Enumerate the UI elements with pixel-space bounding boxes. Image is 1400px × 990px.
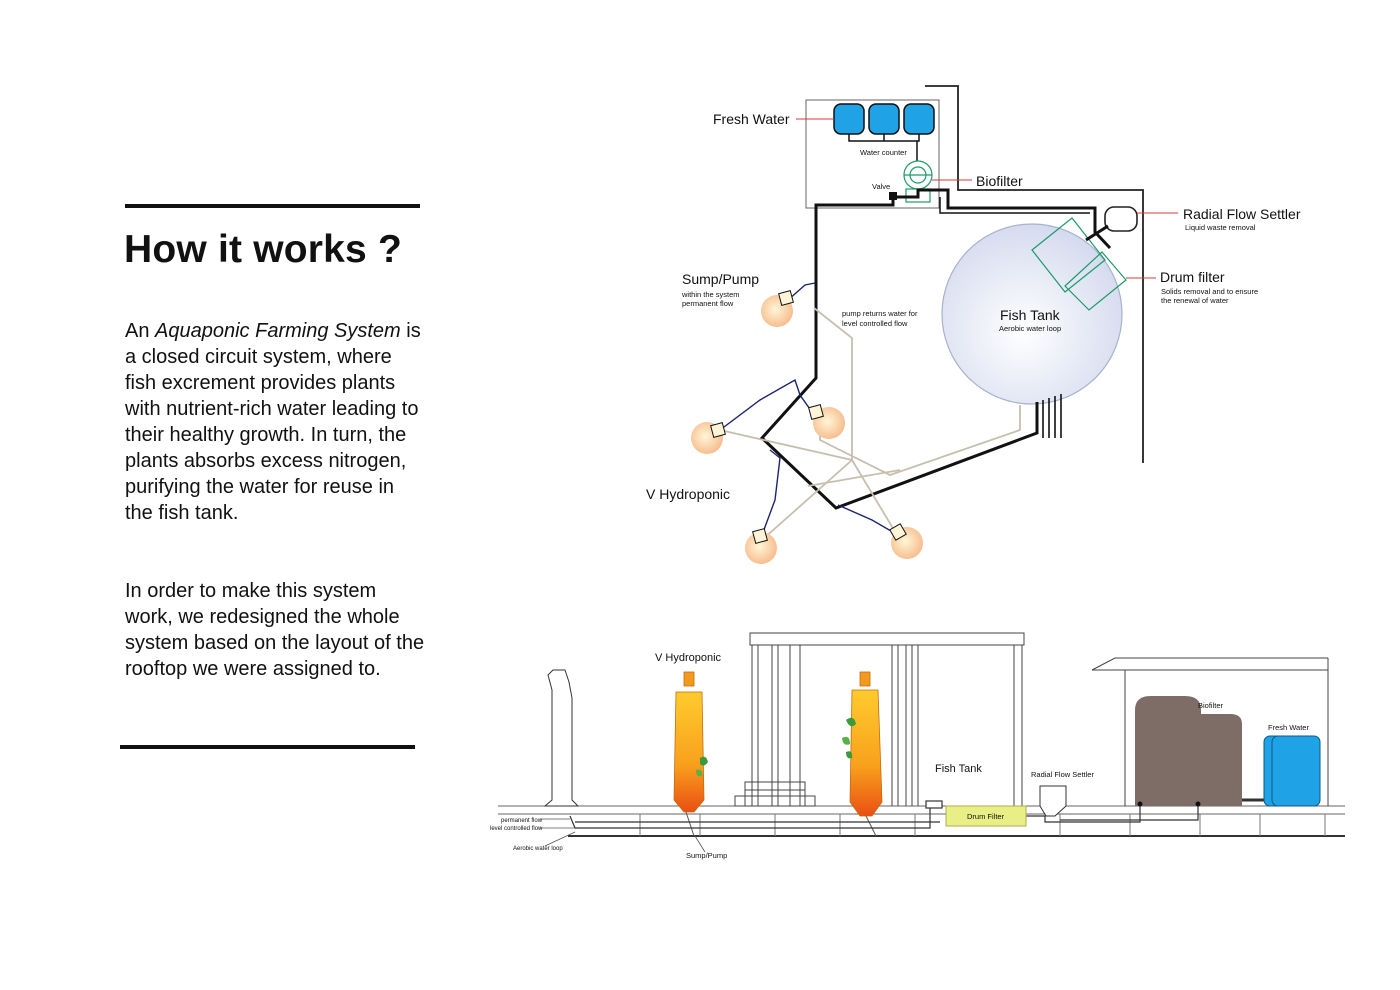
section-leaders <box>540 818 706 853</box>
secondary-pipe <box>939 197 1090 214</box>
bottom-divider <box>120 745 415 749</box>
plan-radial-flow-settler-note: Liquid waste removal <box>1185 223 1256 232</box>
section-radial-flow-settler-label: Radial Flow Settler <box>1031 770 1094 779</box>
intro-prefix: An <box>125 320 156 342</box>
plan-diagram: Fresh Water Water counter Valve Biofilte… <box>646 85 1301 564</box>
intro-rest: is a closed circuit system, where fish e… <box>125 320 421 524</box>
plan-water-counter-label: Water counter <box>860 148 907 157</box>
top-divider <box>125 204 420 208</box>
intro-paragraph: An Aquaponic Farming System is a closed … <box>125 318 425 526</box>
tank-outlet-lines <box>1042 394 1062 438</box>
plan-biofilter-label: Biofilter <box>976 173 1023 189</box>
leader-lines <box>796 118 1178 279</box>
hydroponic-tower-2 <box>842 671 883 837</box>
section-biofilter-label: Biofilter <box>1198 701 1224 710</box>
plan-v-hydroponic-label: V Hydroponic <box>646 486 730 502</box>
plan-valve-label: Valve <box>872 182 890 191</box>
section-v-hydroponic-label: V Hydroponic <box>655 652 722 664</box>
valve-symbol <box>889 192 897 200</box>
main-return-pipe <box>893 188 1112 250</box>
plan-sump-pump-note-1: within the system <box>681 290 740 299</box>
page-title: How it works ? <box>124 228 402 271</box>
section-aerobic-water-loop-label: Aerobic water loop <box>513 846 563 852</box>
plan-drum-filter-note-2: the renewal of water <box>1161 296 1229 305</box>
section-drum-filter-label: Drum Filter <box>967 812 1005 821</box>
plan-pump-returns-note-2: level controlled flow <box>842 319 908 328</box>
intro-emphasis: Aquaponic Farming System <box>155 320 401 342</box>
section-fish-tank-label: Fish Tank <box>935 763 982 775</box>
plan-sump-pump-label: Sump/Pump <box>682 271 759 287</box>
section-fresh-water-tank-2 <box>1271 735 1321 807</box>
sump-pipes <box>719 282 899 536</box>
section-biofilter-tank-1 <box>1135 696 1201 806</box>
slab-supports <box>639 814 1326 836</box>
section-diagram: V Hydroponic Fish Tank Radial Flow Settl… <box>490 632 1345 860</box>
hydroponic-plants <box>691 290 923 564</box>
radial-flow-settler-symbol <box>1104 206 1138 232</box>
section-biofilter-tank-2 <box>1186 714 1242 806</box>
plan-drum-filter-note-1: Solids removal and to ensure <box>1161 287 1258 296</box>
pipe-joint-1 <box>1137 801 1143 807</box>
plan-sump-pump-note-2: permanent flow <box>682 299 734 308</box>
section-level-controlled-flow-label: level controlled flow <box>490 826 543 832</box>
settler-connector <box>1085 224 1109 242</box>
hydroponic-tower-1 <box>673 671 708 837</box>
section-permanent-flow-label: permanent flow <box>501 818 543 824</box>
plan-wall <box>925 85 1144 463</box>
plan-fish-tank-label: Fish Tank <box>1000 307 1061 323</box>
left-tower-outline <box>543 669 580 807</box>
drum-filter-symbol <box>1031 217 1127 311</box>
plan-fresh-water-label: Fresh Water <box>713 111 790 127</box>
section-pipes <box>569 798 1268 829</box>
plan-pump-returns-note-1: pump returns water for <box>842 309 918 318</box>
main-loop-pipe <box>759 197 1039 510</box>
plan-drum-filter-label: Drum filter <box>1160 269 1225 285</box>
fresh-water-tanks <box>833 103 935 162</box>
section-drum-filter <box>945 805 1027 827</box>
plan-fish-tank-note: Aerobic water loop <box>999 324 1061 333</box>
section-sump-pump-label: Sump/Pump <box>686 851 727 860</box>
pipe-joint-2 <box>1195 801 1201 807</box>
plan-radial-flow-settler-label: Radial Flow Settler <box>1183 206 1301 222</box>
section-fresh-water-label: Fresh Water <box>1268 723 1309 732</box>
section-radial-flow-settler <box>1039 785 1067 817</box>
shed <box>1091 657 1329 806</box>
pergola <box>734 632 1025 807</box>
redesign-paragraph: In order to make this system work, we re… <box>125 580 425 680</box>
fish-tank-symbol <box>941 223 1123 405</box>
